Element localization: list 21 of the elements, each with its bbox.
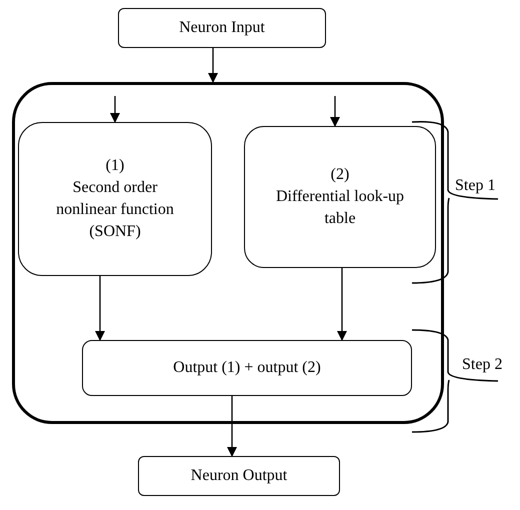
box-label: Output (1) + output (2) <box>173 358 321 378</box>
input-box <box>118 8 326 48</box>
arrow <box>95 276 105 341</box>
arrow <box>208 48 218 83</box>
arrow <box>110 96 120 123</box>
arrow <box>337 268 347 341</box>
box-label: Second order nonlinear function (SONF) <box>55 178 175 242</box>
output-sum-box <box>82 340 412 396</box>
step-number: (1) <box>106 156 124 176</box>
arrow <box>227 396 237 457</box>
step-label: Step 1 <box>455 176 496 196</box>
container-box <box>12 82 444 424</box>
process-box <box>18 122 212 276</box>
arrow <box>330 96 340 127</box>
step-label: Step 2 <box>462 355 502 375</box>
process-box <box>244 126 436 268</box>
box-label: Differential look-up table <box>275 187 405 229</box>
step-number: (2) <box>330 165 350 185</box>
box-label: Neuron Input <box>179 18 265 38</box>
box-label: Neuron Output <box>190 466 288 486</box>
output-box <box>138 456 340 496</box>
